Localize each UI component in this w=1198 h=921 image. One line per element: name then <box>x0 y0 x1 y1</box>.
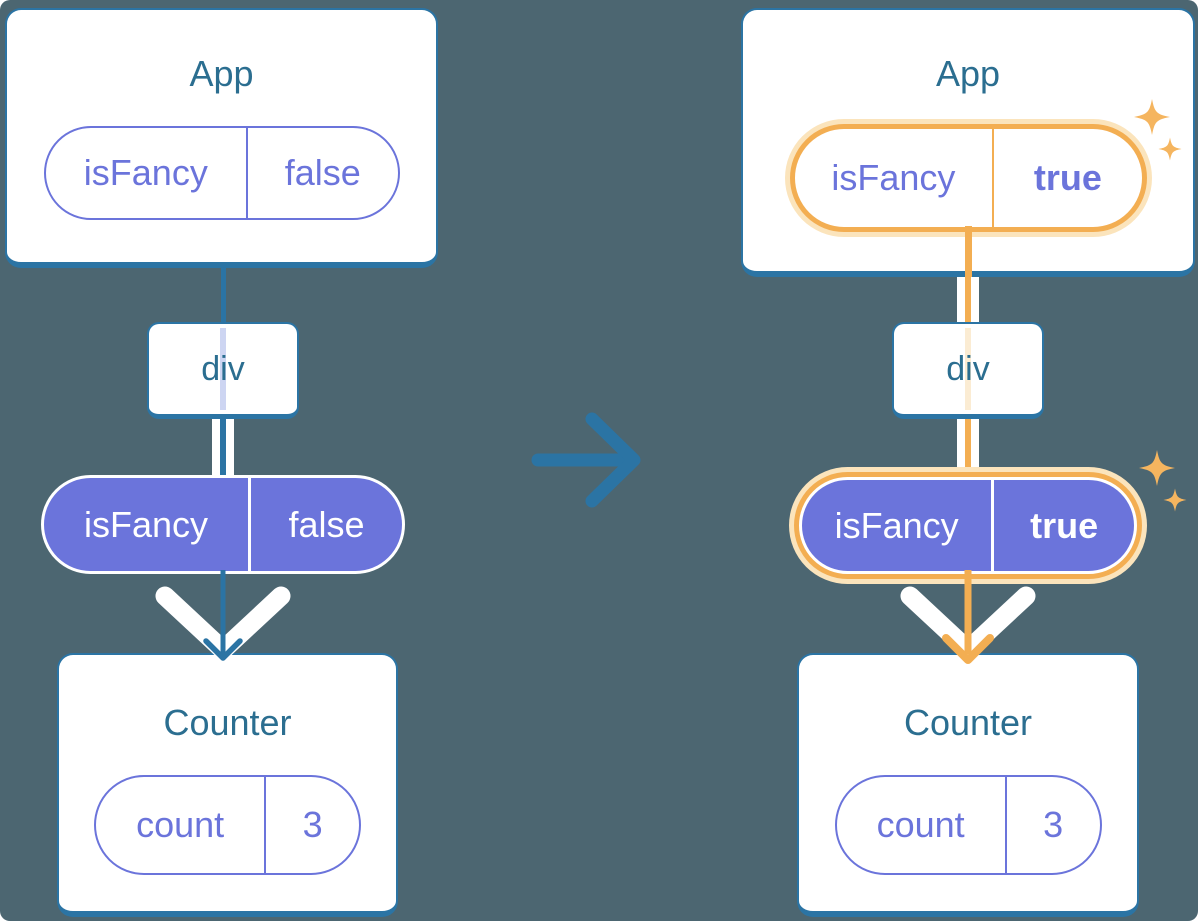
right-prop-passthrough-line <box>965 328 971 410</box>
right-counter-title: Counter <box>903 702 1033 743</box>
right-div-pill-pipe <box>957 417 979 475</box>
transition-arrow-right-icon <box>531 412 641 508</box>
state-key: count <box>136 804 225 845</box>
left-counter-title: Counter <box>163 702 292 743</box>
left-app-div-edge <box>220 266 226 324</box>
left-app-title: App <box>189 53 254 94</box>
left-app-card: App isFancy false <box>5 8 438 268</box>
left-div-pill-pipe <box>212 417 234 477</box>
sparkle-icon <box>1134 99 1182 161</box>
right-app-title: App <box>935 53 1001 94</box>
right-counter-state-pill: count 3 <box>834 775 1102 875</box>
state-value: true <box>992 129 1141 227</box>
left-prop-passthrough-line <box>220 328 226 410</box>
left-counter-card: Counter count 3 <box>57 653 398 917</box>
prop-value: false <box>248 478 402 571</box>
left-div-box: div <box>147 322 299 419</box>
state-key: isFancy <box>831 157 956 198</box>
left-prop-pill: isFancy false <box>41 475 405 574</box>
state-key: isFancy <box>83 152 208 193</box>
prop-key: isFancy <box>834 504 959 546</box>
left-div-label: div <box>201 349 245 388</box>
state-value: false <box>246 128 397 218</box>
right-state-line-in-card <box>964 226 972 277</box>
prop-key: isFancy <box>84 503 209 545</box>
right-counter-card: Counter count 3 <box>797 653 1139 917</box>
prop-value: true <box>991 480 1134 571</box>
right-div-label: div <box>946 349 990 388</box>
right-prop-pill: isFancy true <box>799 477 1137 574</box>
right-div-box: div <box>892 322 1044 419</box>
state-value: 3 <box>264 777 359 873</box>
state-key: count <box>876 804 965 845</box>
right-app-state-pill: isFancy true <box>789 124 1147 232</box>
right-prop-arrow-down-icon <box>900 570 1036 664</box>
left-app-state-pill: isFancy false <box>43 126 400 220</box>
sparkle-icon <box>1139 450 1187 512</box>
left-counter-state-pill: count 3 <box>94 775 361 875</box>
left-prop-arrow-down-icon <box>155 570 291 661</box>
right-app-div-pipe <box>957 277 979 323</box>
state-value: 3 <box>1004 777 1100 873</box>
